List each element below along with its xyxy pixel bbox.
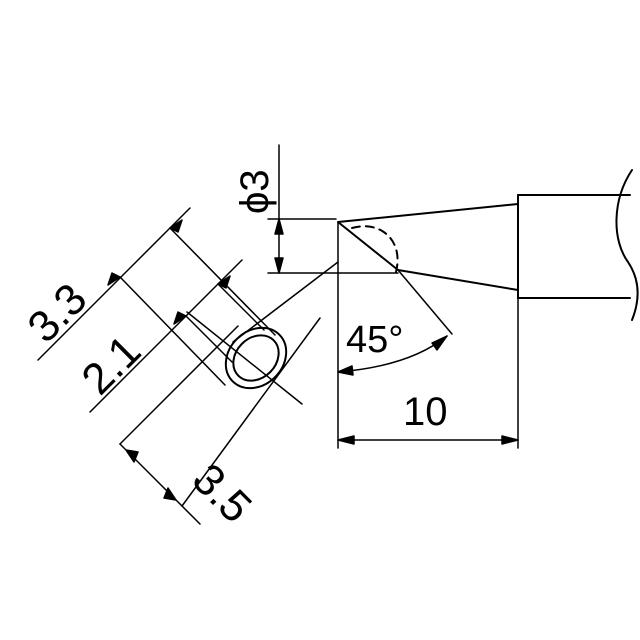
end-view-oval [224,326,288,390]
diameter-arrow-top [274,218,284,235]
arrow-2-1-lower [173,311,187,325]
ext-2-1-upper [217,283,265,331]
arrow-3-3-upper [169,219,183,233]
break-line [615,169,639,321]
projection-line [232,261,339,343]
ext-3-5-left [119,325,239,445]
angle-arrow-left [337,365,354,376]
length-label: 10 [403,390,448,434]
dimension-2-1-lines [89,259,265,413]
angle-bevel-extension [397,269,453,335]
oval-inner [232,334,280,382]
diameter-dimension [267,144,399,274]
ext-3-5-right [181,317,321,507]
angle-label: 45° [346,319,403,361]
length-arrow-right [501,435,519,445]
length-arrow-left [337,435,355,445]
dimension-3-5-label: 3.5 [183,454,261,532]
arrow-3-5-left [125,449,139,463]
tip-bevel-outline [337,203,519,291]
angle-arrow-right [431,335,448,351]
dim-line-3-3 [37,207,191,361]
arrow-2-1-upper [217,275,231,289]
dimension-3-5-lines [119,317,321,525]
ext-3-3-lower [119,276,226,386]
arrow-3-3-lower [107,272,121,286]
arrow-3-5-right [163,487,177,501]
ext-2-1-lower [185,315,233,363]
dim-line-2-1 [89,259,243,413]
length-dimension [337,221,519,449]
angle-dimension [337,269,453,376]
dimension-2-1-label: 2.1 [72,326,150,404]
oval-outer [224,326,288,390]
oval-center-line [186,311,303,405]
dimension-3-3-label: 3.3 [18,274,96,352]
hidden-arc [351,225,399,273]
tip-body [337,169,639,321]
diameter-label: ϕ3 [233,169,277,214]
diameter-arrow-bottom [274,257,284,274]
